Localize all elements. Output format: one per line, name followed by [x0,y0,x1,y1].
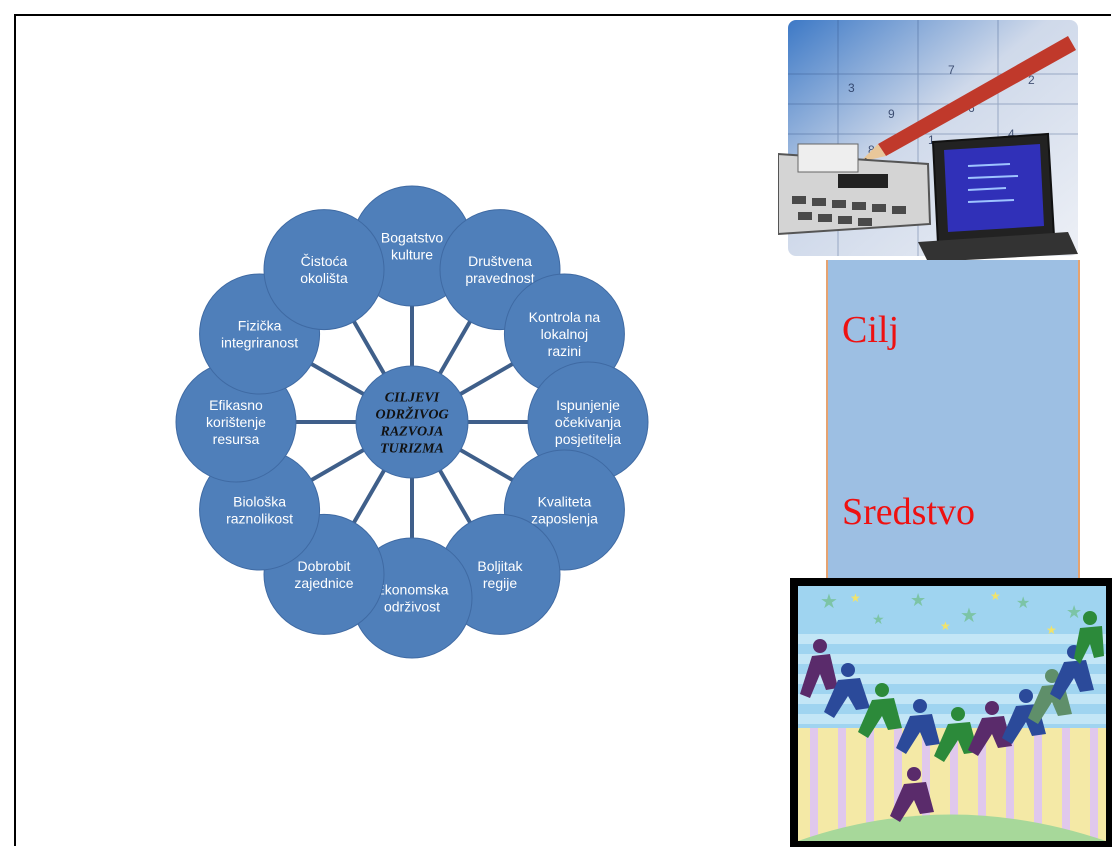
goal-node-label: Fizička [238,318,282,334]
goal-node-label: Efikasno [209,397,263,413]
goal-node-label: raznolikost [226,511,293,527]
svg-text:2: 2 [1028,73,1035,87]
goal-node-label: Kvaliteta [538,494,592,510]
goal-node-label: Ispunjenje [556,397,620,413]
page-frame [14,14,1111,846]
goal-node-label: Kontrola na [529,309,601,325]
center-node-label: RAZVOJA [379,425,443,440]
svg-text:★: ★ [1016,595,1030,612]
svg-text:7: 7 [948,63,955,77]
goal-node-label: Biološka [233,494,286,510]
center-node-label: TURIZMA [380,442,444,457]
svg-text:★: ★ [990,589,1001,603]
svg-text:★: ★ [1046,623,1057,637]
svg-text:★: ★ [960,605,978,627]
goal-node-label: Ekonomska [375,582,448,598]
center-node-circle [355,365,469,479]
goal-label: Cilj [842,309,900,351]
svg-text:★: ★ [850,591,861,605]
clipart-dancing-people-image: ★ ★ ★ ★ ★ ★ ★ ★ ★ ★ [790,578,1112,847]
goal-node-label: lokalnoj [541,326,588,342]
center-node-label: ODRŽIVOG [375,406,448,423]
goal-node-circle [263,209,385,331]
goal-node-label: zajednice [294,575,353,591]
goal-node-label: integriranost [221,335,298,351]
goal-node-label: resursa [213,431,260,447]
svg-text:★: ★ [910,590,926,610]
goal-node-label: korištenje [206,414,266,430]
goal-node-label: posjetitelja [555,431,621,447]
svg-text:★: ★ [820,591,838,613]
svg-text:★: ★ [1066,602,1082,622]
goal-node-label: Bogatstvo [381,230,443,246]
goal-node-label: zaposlenja [531,511,598,527]
means-label: Sredstvo [842,491,975,533]
svg-text:★: ★ [872,611,885,627]
center-node-label: CILJEVI [385,391,440,406]
goal-node-label: Čistoća [301,253,348,269]
svg-text:★: ★ [940,619,951,633]
goal-node-label: okolišta [300,270,348,286]
svg-text:8: 8 [868,143,875,157]
goal-node-label: razini [548,343,581,359]
clipart-pencil-calculator-laptop-image: 391 648 27 [777,14,1088,262]
goal-node-label: regije [483,575,517,591]
svg-text:4: 4 [1008,127,1015,141]
svg-text:3: 3 [848,81,855,95]
goal-node-label: očekivanja [555,414,621,430]
goal-node-label: Društvena [468,253,532,269]
goal-node-label: Dobrobit [298,558,351,574]
svg-text:9: 9 [888,107,895,121]
goal-node-label: pravednost [465,270,534,286]
goal-node-label: kulture [391,247,433,263]
goal-node-label: Boljitak [477,558,523,574]
goal-node-label: održivost [384,599,440,615]
goal-means-panel: Cilj Sredstvo [826,260,1080,580]
svg-text:1: 1 [928,133,935,147]
